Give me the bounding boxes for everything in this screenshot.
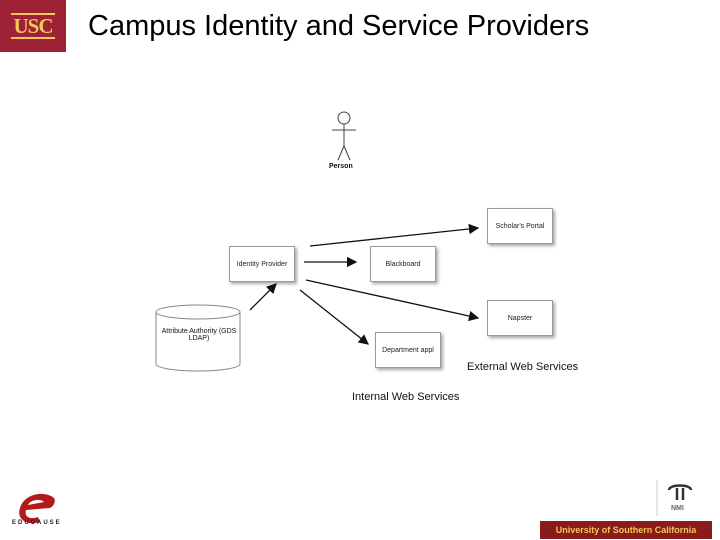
university-banner: University of Southern California — [540, 521, 712, 539]
usc-logo-text: USC — [11, 13, 55, 39]
department-appl-box: Department appl — [375, 332, 441, 368]
scholars-portal-box: Scholar's Portal — [487, 208, 553, 244]
slide-title: Campus Identity and Service Providers — [88, 10, 590, 42]
identity-provider-box: Identity Provider — [229, 246, 295, 282]
nmi-logo-icon — [656, 480, 693, 516]
person-icon — [332, 111, 356, 161]
arrow-idp-to-portal — [309, 223, 480, 247]
nmi-label: NMI — [671, 505, 684, 512]
internal-services-label: Internal Web Services — [352, 391, 460, 403]
blackboard-box: Blackboard — [370, 246, 436, 282]
educause-label: EDUCAUSE — [12, 520, 62, 526]
external-services-label: External Web Services — [467, 361, 579, 373]
arrow-idp-to-napster — [305, 279, 480, 322]
database-icon — [155, 304, 241, 372]
educause-logo-icon — [19, 493, 55, 524]
arrow-idp-to-department — [299, 289, 370, 345]
arrow-aa-to-idp — [249, 283, 277, 311]
attribute-authority-label: Attribute Authority (GDS LDAP) — [161, 328, 237, 342]
usc-logo: USC — [0, 0, 66, 52]
person-label: Person — [329, 163, 353, 170]
napster-box: Napster — [487, 300, 553, 336]
